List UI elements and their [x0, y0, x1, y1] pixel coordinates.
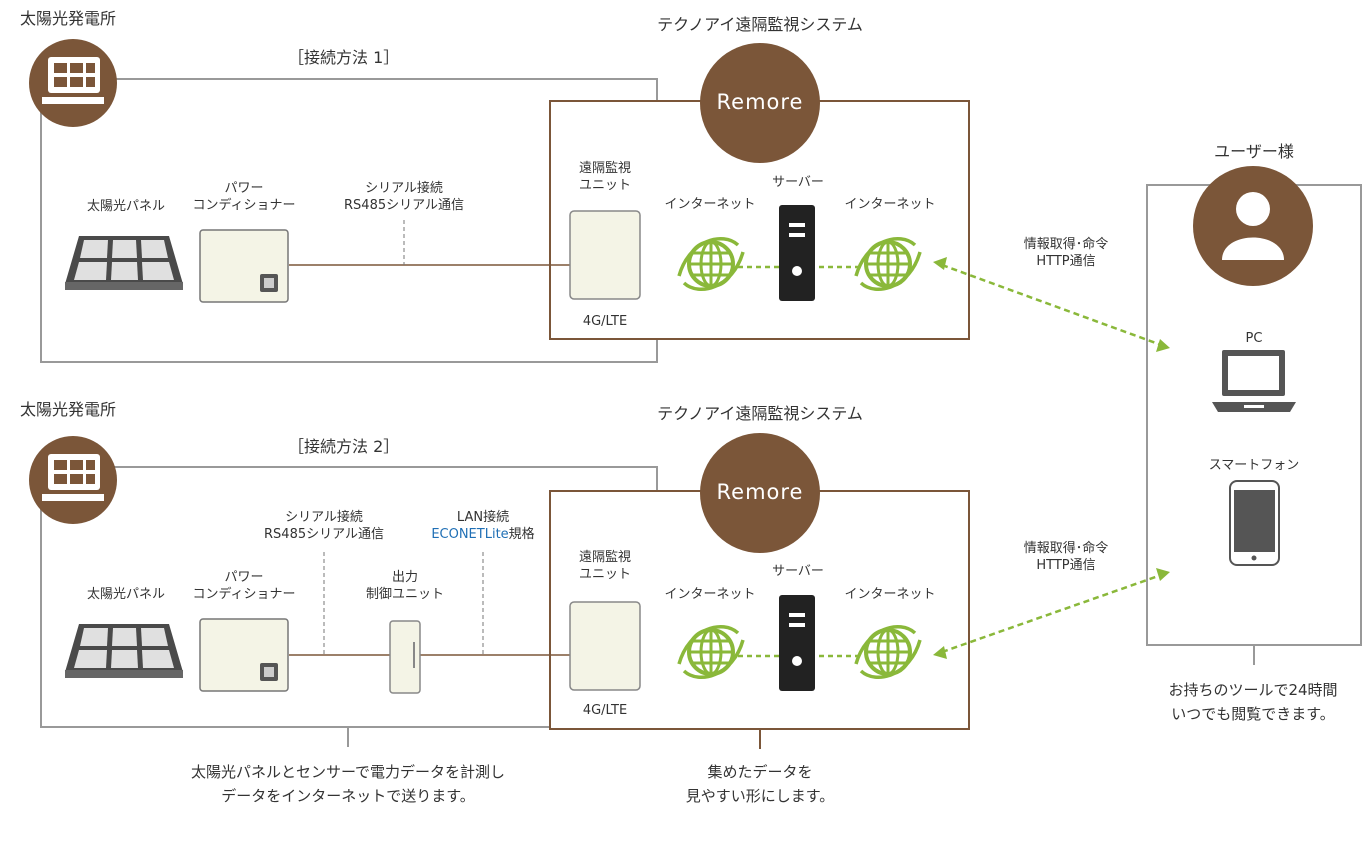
plant1-panel-label: 太陽光パネル	[86, 199, 165, 214]
system2-title: テクノアイ遠隔監視システム	[657, 404, 863, 423]
plant2-pcs-label: パワーコンディショナー	[192, 570, 296, 602]
system1-internet-left: インターネット	[664, 197, 756, 212]
plant2-output-label: 出力制御ユニット	[365, 570, 444, 602]
left-caption: 太陽光パネルとセンサーで電力データを計測しデータをインターネットで送ります。	[190, 763, 506, 805]
plant1-pcs-label: パワーコンディショナー	[192, 181, 296, 213]
system2-lte-label: 4G/LTE	[582, 703, 628, 718]
system1-monitoring-unit-icon	[569, 210, 641, 300]
system2-server-icon	[779, 595, 815, 691]
http-arrow-2	[933, 568, 1170, 659]
system1-brand: Remore	[716, 90, 804, 114]
laptop-icon	[1212, 350, 1296, 412]
plant2-title: 太陽光発電所	[20, 400, 117, 419]
system2-unit-label: 遠隔監視ユニット	[578, 550, 631, 582]
system2-monitoring-unit-icon	[569, 601, 641, 691]
smartphone-icon	[1229, 480, 1280, 566]
plant2-solar-panel-icon	[29, 436, 117, 524]
plant2-power-conditioner-icon	[199, 618, 289, 692]
system1-server-label: サーバー	[772, 175, 824, 190]
system2-brand: Remore	[716, 480, 804, 504]
plant2-panel-icon	[65, 624, 183, 678]
system1-remore-circle	[700, 43, 820, 163]
system1-lte-label: 4G/LTE	[582, 314, 628, 329]
system1-server-icon	[779, 205, 815, 301]
plant1-method: ［接続方法 1］	[288, 48, 400, 67]
user-icon	[1193, 166, 1313, 286]
mid-caption: 集めたデータを見やすい形にします。	[685, 763, 835, 805]
plant1-solar-panel-icon	[29, 39, 117, 127]
pc-label: PC	[1245, 331, 1263, 346]
system1-title: テクノアイ遠隔監視システム	[657, 15, 863, 34]
plant1-title: 太陽光発電所	[20, 9, 117, 28]
plant2-output-control-icon	[389, 620, 421, 694]
user-title: ユーザー様	[1214, 142, 1294, 161]
plant2-method: ［接続方法 2］	[288, 437, 400, 456]
plant2-panel-label: 太陽光パネル	[86, 587, 165, 602]
plant1-power-conditioner-icon	[199, 229, 289, 303]
system2-server-label: サーバー	[772, 564, 824, 579]
user-caption: お持ちのツールで24時間いつでも閲覧できます。	[1168, 681, 1338, 723]
system2-remore-circle	[700, 433, 820, 553]
system2-internet-right: インターネット	[844, 587, 936, 602]
system1-unit-label: 遠隔監視ユニット	[578, 161, 631, 193]
system2-internet-left: インターネット	[664, 587, 756, 602]
http-arrow-1	[933, 257, 1170, 352]
plant1-panel-icon	[65, 236, 183, 290]
smartphone-label: スマートフォン	[1208, 458, 1300, 473]
system1-internet-right: インターネット	[844, 197, 936, 212]
